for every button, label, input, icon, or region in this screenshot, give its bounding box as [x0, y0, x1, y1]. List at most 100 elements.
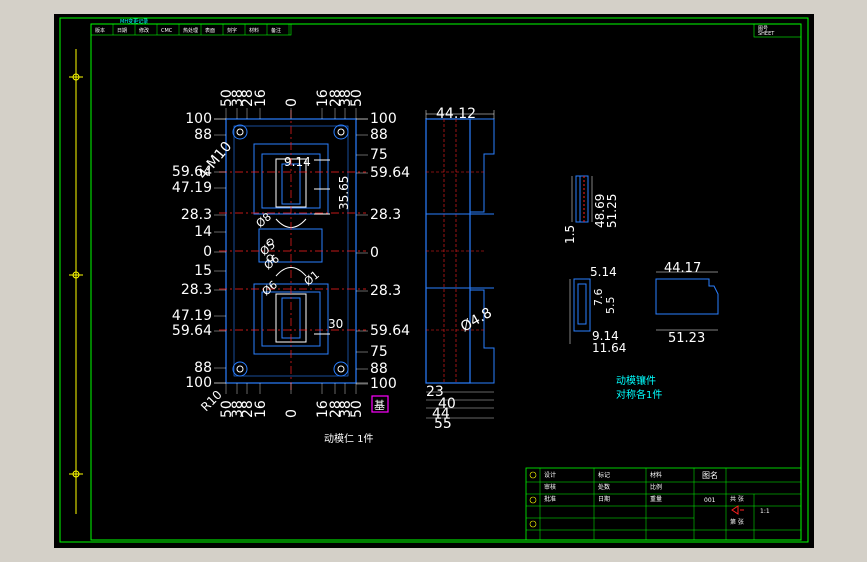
front-left-label: 88 [194, 127, 212, 143]
insert-dim-1-5: 1.5 [563, 225, 577, 244]
hole-note: Ø6 [260, 278, 280, 298]
insert-dim-51-23: 51.23 [668, 331, 705, 346]
front-right-label: 88 [370, 361, 388, 377]
front-top-tick: 38 [230, 89, 246, 107]
side-hidden-lines [426, 119, 484, 383]
revision-cell: 备注 [271, 27, 281, 34]
revision-cell: 热处理 [183, 27, 198, 34]
title-label: 批准 [544, 495, 556, 503]
front-left-label: 47.19 [172, 308, 212, 324]
inner-frame [90, 23, 802, 541]
front-left-label: 100 [185, 375, 212, 391]
front-bottom-tick: 0 [284, 409, 300, 418]
bolt-hole [232, 361, 248, 377]
title-block[interactable]: 图名 001 1:1 设计审核批准标记处数日期材料比例重量共 张第 张 [525, 467, 802, 541]
front-left-label: 28.3 [181, 282, 212, 298]
title-label: 处数 [598, 483, 610, 491]
title-label: 材料 [650, 471, 662, 479]
front-bottom-tick: 28 [328, 400, 344, 418]
svg-text:图号: 图号 [758, 26, 768, 32]
insert-dim-44-17: 44.17 [664, 261, 701, 276]
left-margin-markers [69, 49, 83, 514]
front-top-tick: 50 [349, 89, 365, 107]
front-left-label: 88 [194, 360, 212, 376]
front-right-label: 28.3 [370, 207, 401, 223]
revision-cell: 修改 [139, 27, 149, 34]
top-right-box: 图号 SHEET [753, 23, 802, 38]
side-bottom-dim: 55 [434, 416, 452, 432]
front-left-label: 47.19 [172, 180, 212, 196]
insert-dim-48-69: 48.69 [593, 194, 607, 228]
outer-frame [59, 17, 809, 543]
title-label: 日期 [598, 495, 610, 503]
insert-upper-view [571, 175, 593, 223]
front-bottom-tick: 38 [338, 400, 354, 418]
front-right-label: 59.64 [370, 323, 410, 339]
insert-note-line2: 对称各1件 [616, 388, 662, 401]
inner-dim-30: 30 [328, 317, 343, 331]
hole-note: Ø1 [302, 268, 322, 288]
title-label: 设计 [544, 471, 556, 479]
title-sheet-name: 图名 [702, 470, 718, 480]
title-label: 标记 [598, 471, 610, 479]
insert-detail[interactable]: 48.69 51.25 1.5 5.14 7.6 5.5 9.14 11.64 [563, 175, 719, 401]
thread-note: 4-M10 [195, 139, 235, 183]
front-left-label: 59.64 [172, 323, 212, 339]
center-lines [219, 110, 366, 392]
front-top-tick: 50 [219, 89, 235, 107]
insert-dim-11-64: 11.64 [592, 341, 626, 355]
datum-box [371, 395, 389, 413]
front-bottom-tick: 50 [349, 400, 365, 418]
front-right-label: 100 [370, 376, 397, 392]
title-label: 重量 [650, 495, 662, 503]
front-top-tick: 16 [253, 89, 269, 107]
svg-text:SHEET: SHEET [758, 31, 775, 37]
revision-cell: 材料 [249, 27, 259, 34]
front-caption: 动模仁 1件 [324, 433, 374, 445]
front-left-label: 15 [194, 263, 212, 279]
front-top-tick: 38 [338, 89, 354, 107]
front-right-label: 88 [370, 127, 388, 143]
inner-dim-vertical: 35.65 [337, 176, 351, 210]
front-right-label: 75 [370, 344, 388, 360]
side-top-dim: 44.12 [436, 106, 476, 122]
front-left-label: 59.64 [172, 164, 212, 180]
revision-cell: 日期 [117, 28, 127, 34]
corner-holes [232, 124, 349, 377]
insert-lower-view [569, 278, 591, 344]
side-step-profile [470, 118, 495, 384]
bolt-hole [333, 361, 349, 377]
insert-dim-5-5: 5.5 [604, 297, 617, 315]
front-left-label: 100 [185, 111, 212, 127]
front-right-label: 0 [370, 245, 379, 261]
title-label: 共 张 [730, 495, 744, 503]
front-left-label: 0 [203, 244, 212, 260]
front-right-label: 100 [370, 111, 397, 127]
bolt-hole [333, 124, 349, 140]
front-bottom-tick: 38 [230, 400, 246, 418]
title-label: 第 张 [730, 518, 744, 526]
side-hole-dim: Ø4.8 [458, 305, 495, 336]
insert-dim-5-14: 5.14 [590, 265, 617, 279]
front-top-tick: 0 [284, 98, 300, 107]
front-bottom-tick: 16 [315, 400, 331, 418]
title-label: 比例 [650, 483, 662, 491]
title-scale: 1:1 [760, 508, 770, 515]
front-left-label: 14 [194, 224, 212, 240]
bolt-hole [232, 124, 248, 140]
front-top-tick: 28 [328, 89, 344, 107]
front-top-tick: 28 [240, 89, 256, 107]
front-bottom-tick: 50 [219, 400, 235, 418]
front-left-label: 28.3 [181, 207, 212, 223]
front-top-tick: 16 [315, 89, 331, 107]
